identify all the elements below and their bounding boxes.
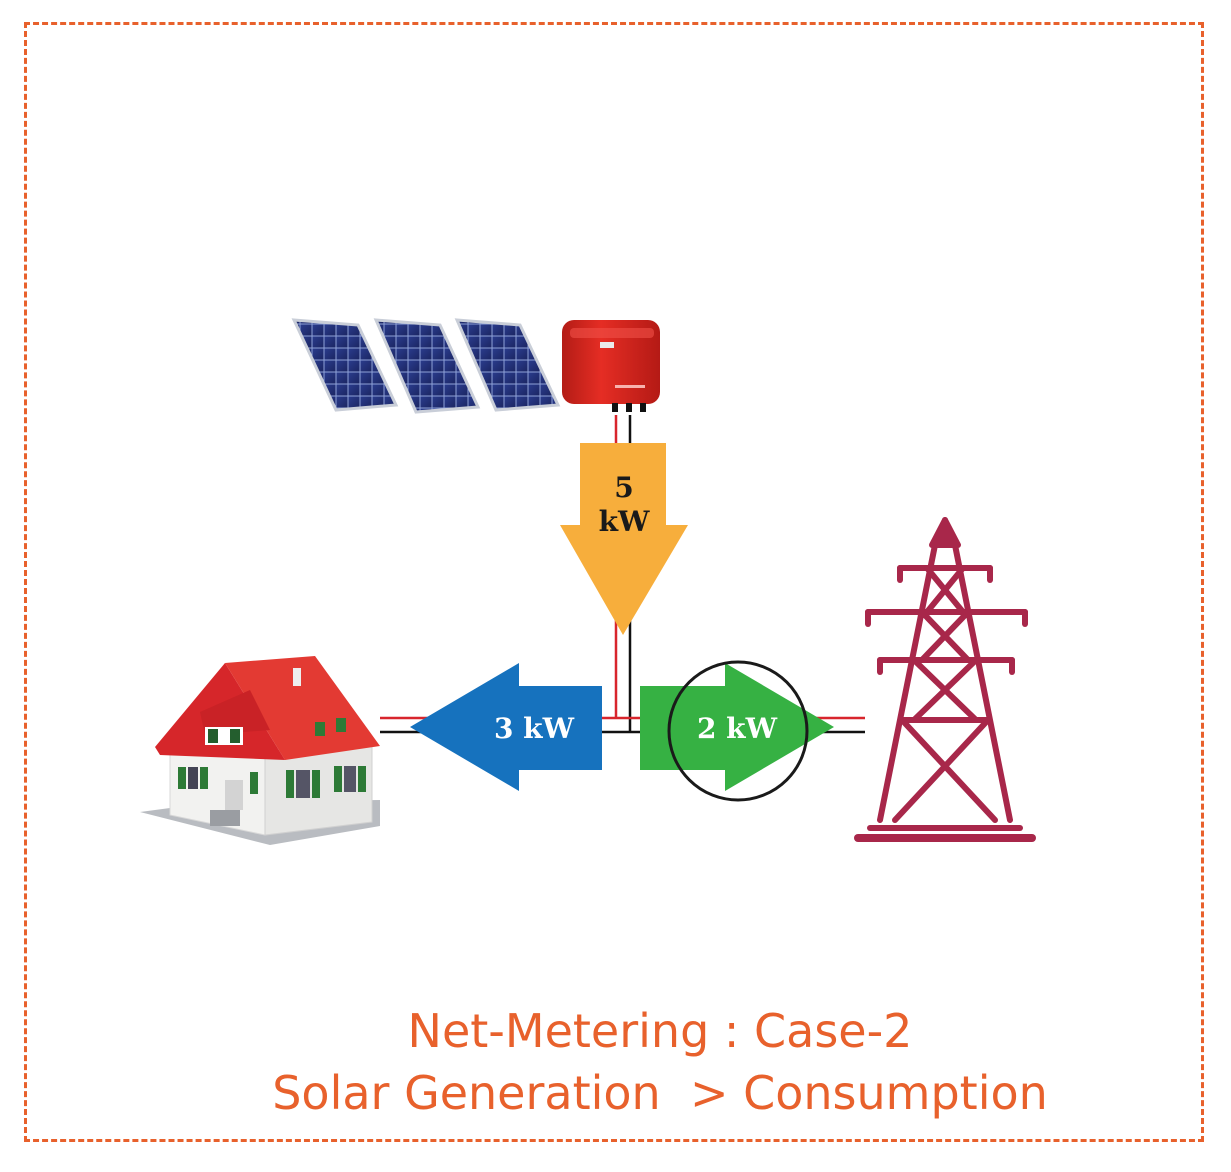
solar-panel-icon: [291, 318, 561, 414]
export-highlight-circle: [667, 660, 809, 802]
grid-flow-value: 2 kW: [697, 712, 778, 745]
home-flow-value: 3 kW: [494, 712, 575, 745]
solar-flow-arrow: 5 kW: [560, 443, 688, 635]
dashed-frame: [24, 22, 1204, 1142]
solar-flow-value: 5: [614, 471, 633, 504]
inverter-icon: [562, 320, 660, 412]
house-icon: [140, 656, 380, 845]
solar-flow-unit: kW: [599, 505, 650, 538]
home-flow-arrow: 3 kW: [410, 663, 602, 791]
caption-title: Net-Metering : Case-2: [407, 1004, 913, 1058]
grid-flow-arrow: 2 kW: [640, 663, 834, 791]
caption: Net-Metering : Case-2 Solar Generation >…: [160, 1000, 1160, 1124]
transmission-tower-icon: [854, 517, 1036, 842]
caption-subtitle: Solar Generation > Consumption: [272, 1066, 1048, 1120]
